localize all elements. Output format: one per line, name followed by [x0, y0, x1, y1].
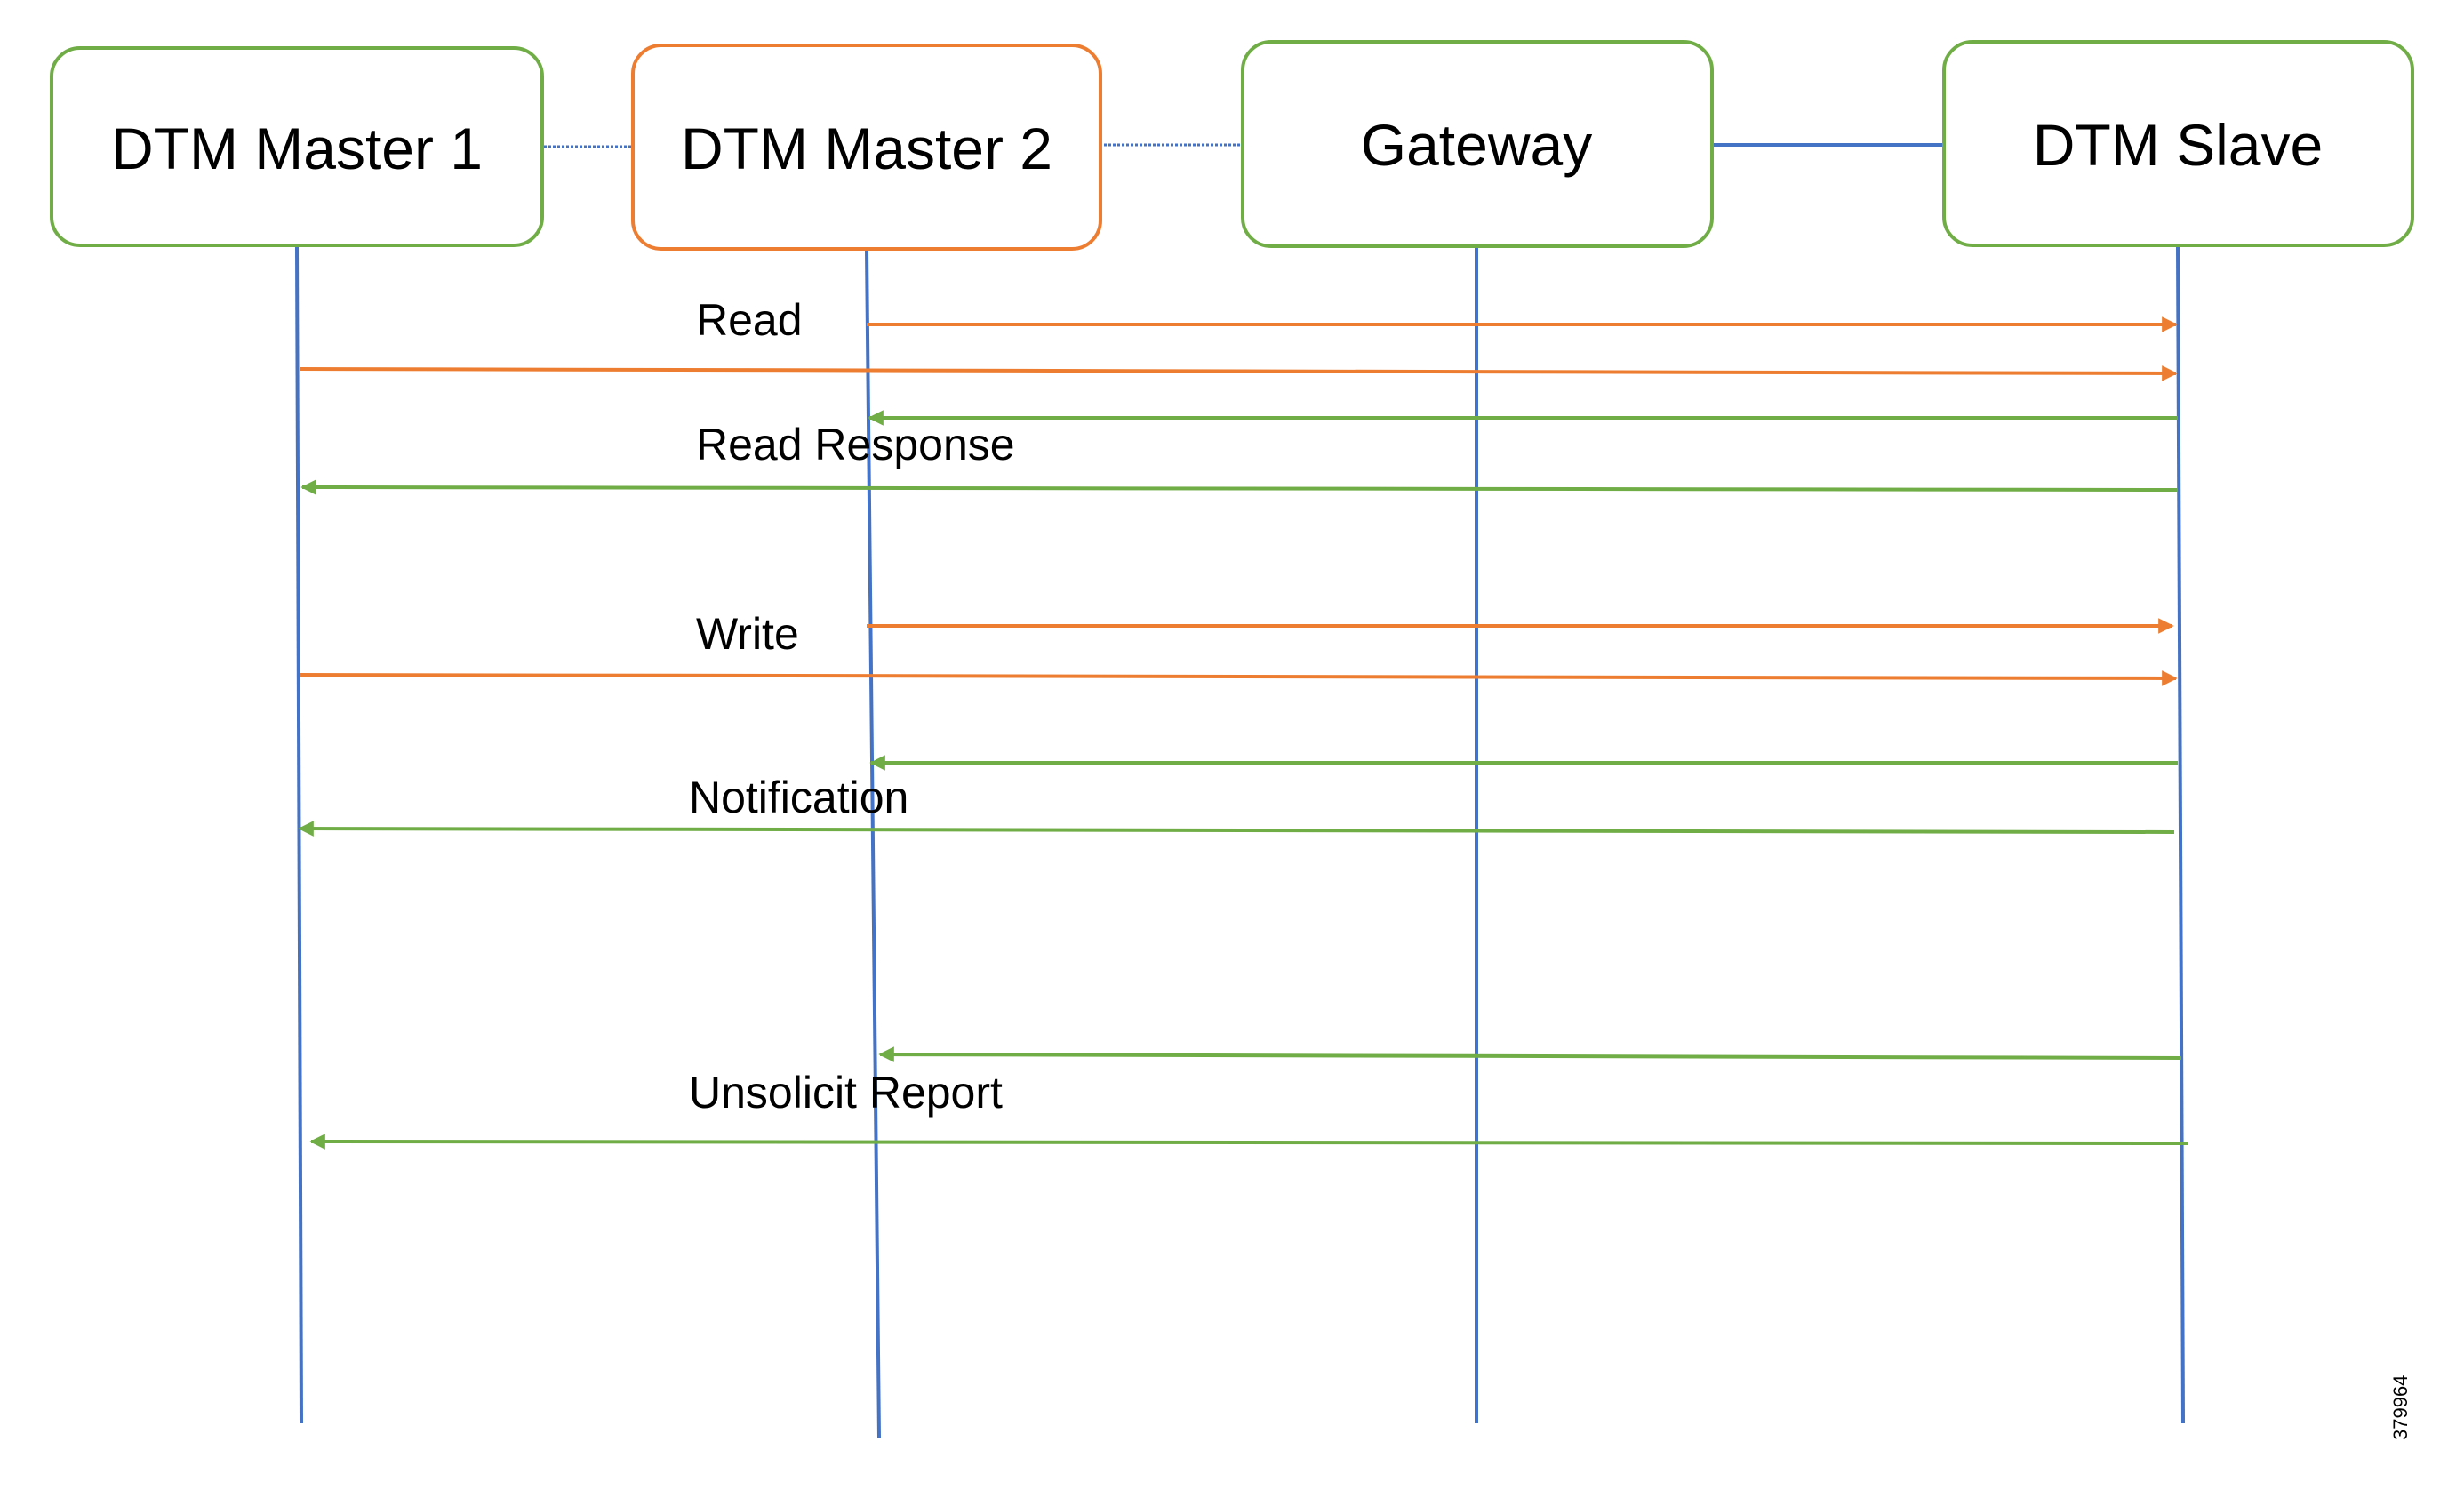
lifeline-dtm-master-1	[295, 245, 303, 1424]
message-read-master1	[300, 365, 2178, 381]
message-label: Unsolicit Report	[689, 1068, 1003, 1118]
participant-label: DTM Master 2	[681, 116, 1052, 181]
participant-label: DTM Slave	[2033, 112, 2323, 178]
participant-label: DTM Master 1	[111, 116, 483, 181]
message-label: Read Response	[696, 420, 1015, 469]
participant-dtm-slave: DTM Slave	[1942, 40, 2414, 247]
participant-box	[631, 44, 1102, 251]
message-read-response-master1: Read Response	[300, 420, 2179, 495]
message-label: Write	[696, 609, 799, 659]
lifeline-dtm-master-2	[865, 249, 881, 1438]
participant-box	[1241, 40, 1714, 248]
participant-dtm-master-2: DTM Master 2	[631, 44, 1102, 251]
participant-label: Gateway	[1361, 112, 1592, 178]
participant-box	[50, 46, 544, 247]
lifeline-dtm-slave	[2176, 245, 2185, 1424]
message-label: Notification	[689, 773, 908, 822]
participant-box	[1942, 40, 2414, 247]
message-arrow	[309, 1134, 2189, 1150]
message-arrow	[300, 479, 2179, 495]
participant-gateway: Gateway	[1241, 40, 1714, 248]
participant-dtm-master-1: DTM Master 1	[50, 46, 544, 247]
message-label: Read	[696, 295, 803, 345]
message-arrow	[300, 365, 2178, 381]
message-notification-master1: Notification	[298, 773, 2175, 837]
figure-id: 379964	[2389, 1375, 2412, 1440]
message-unsolicit-report-master2	[878, 1046, 2182, 1062]
message-read-master2: Read	[696, 295, 2178, 345]
message-arrow	[878, 1046, 2182, 1062]
message-arrow	[298, 821, 2175, 837]
message-write-master1: Write	[300, 609, 2178, 686]
message-unsolicit-report-master1: Unsolicit Report	[309, 1068, 2189, 1150]
message-arrow	[300, 670, 2178, 686]
